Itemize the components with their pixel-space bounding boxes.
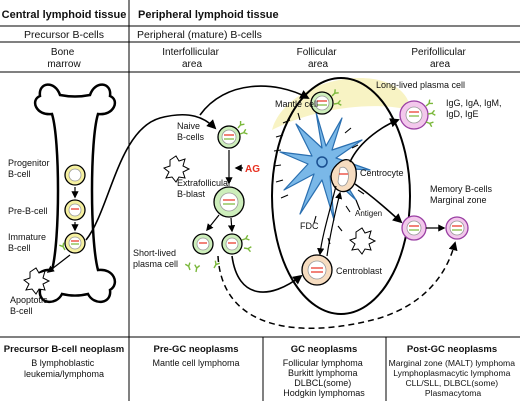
peripheral-mature-b-cells-label: Peripheral (mature) B-cells <box>137 29 262 41</box>
gc-neoplasm-title: GC neoplasms <box>291 344 358 355</box>
extrafollicular-label: Extrafollicular B-blast <box>177 178 234 199</box>
fdc-label: FDC <box>300 221 319 231</box>
post-gc-neoplasm-title: Post-GC neoplasms <box>407 344 497 355</box>
follicle-outline <box>271 77 411 315</box>
long-lived-plasma-cell <box>399 98 437 130</box>
mantle-zone <box>272 78 410 130</box>
pre-gc-neoplasm-title: Pre-GC neoplasms <box>154 344 239 355</box>
post-gc-neoplasm-list: Marginal zone (MALT) lymphoma Lymphoplas… <box>389 358 518 398</box>
bone-marrow-label: Bone marrow <box>47 47 81 70</box>
antigen-presenting-cell <box>162 155 191 183</box>
progenitor-label: Progenitor B-cell <box>8 158 52 179</box>
progenitor-cell <box>64 164 86 186</box>
antigen-cell-follicle <box>348 227 377 255</box>
immature-b-cell <box>58 232 86 254</box>
centroblast-cell <box>301 254 333 286</box>
precursor-neoplasm-title: Precursor B-cell neoplasm <box>4 344 124 355</box>
mantle-cell-label: Mantle cell <box>275 99 318 109</box>
short-lived-plasma-cell-1 <box>192 233 214 255</box>
centroblast-label: Centroblast <box>336 266 383 276</box>
perifollicular-area-label: Perifollicular area <box>411 47 468 70</box>
antigen-label: Antigen <box>355 209 382 218</box>
gc-neoplasm-list: Follicular lymphoma Burkitt lymphoma DLB… <box>283 358 366 398</box>
ag-label: AG <box>245 164 260 175</box>
short-lived-plasma-cell-2 <box>221 233 253 255</box>
central-lymphoid-header: Central lymphoid tissue <box>2 9 127 21</box>
immunoglobulins-label: IgG, IgA, IgM, IgD, IgE <box>446 98 504 119</box>
extrafollicular-b-blast <box>213 186 245 218</box>
memory-label: Memory B-cells Marginal zone <box>430 184 495 205</box>
apoptotic-label: Apoptotic B-cell <box>10 295 50 316</box>
long-lived-label: Long-lived plasma cell <box>376 80 465 90</box>
immature-label: Immature B-cell <box>8 232 49 253</box>
dashed-return-arrow <box>217 241 458 330</box>
pre-gc-neoplasm-list: Mantle cell lymphoma <box>152 358 239 368</box>
differentiation-arrows <box>85 85 403 293</box>
fdc-dendrites <box>273 112 365 245</box>
interfollicular-area-label: Interfollicular area <box>162 47 221 70</box>
naive-b-cell <box>217 120 249 149</box>
follicular-area-label: Follicular area <box>297 47 340 70</box>
pre-b-cell-label: Pre-B-cell <box>8 206 48 216</box>
precursor-neoplasm-list: B lymphoblastic leukemia/lymphoma <box>24 358 104 379</box>
marginal-zone-cell <box>445 216 469 240</box>
mantle-cell <box>310 88 343 115</box>
naive-label: Naive B-cells <box>177 121 205 142</box>
centrocyte-label: Centrocyte <box>360 168 404 178</box>
memory-b-cell <box>401 215 427 241</box>
apoptotic-cell <box>22 267 51 295</box>
pre-b-cell <box>64 199 86 221</box>
short-lived-label: Short-lived plasma cell <box>133 248 179 269</box>
peripheral-lymphoid-header: Peripheral lymphoid tissue <box>138 9 279 21</box>
centrocyte-cell <box>330 159 357 193</box>
precursor-b-cells-label: Precursor B-cells <box>24 29 104 41</box>
